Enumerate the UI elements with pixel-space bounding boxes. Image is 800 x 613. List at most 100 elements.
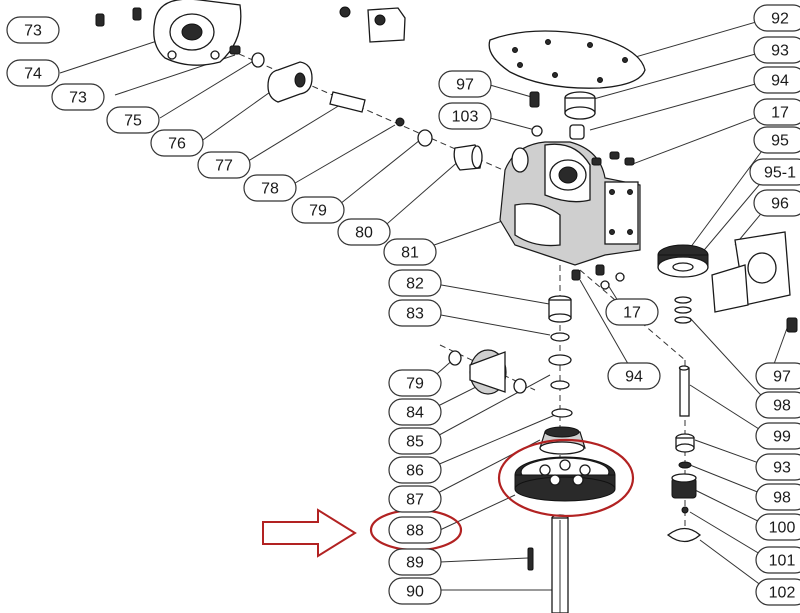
part-label-97: 97 [438,70,492,98]
label-oval [755,513,800,541]
label-oval [749,158,800,186]
label-oval [753,36,800,64]
part-label-94: 94 [607,362,661,390]
label-oval [753,189,800,217]
pinion-gear-100 [671,473,697,499]
screw-97 [529,91,540,108]
label-oval [106,106,160,134]
part-label-73: 73 [51,83,105,111]
part-label-95: 95 [753,126,800,154]
label-oval [6,59,60,87]
part-label-93: 93 [755,453,800,481]
label-number: 75 [124,113,142,130]
label-oval [438,70,492,98]
part-label-92: 92 [753,4,800,32]
label-number: 94 [771,73,789,90]
top-screws [95,6,351,55]
label-number: 86 [406,463,424,480]
nut-103 [531,125,543,137]
label-oval [388,577,442,605]
label-number: 80 [355,225,373,242]
ring-101 [681,506,689,514]
bushing-80 [453,144,483,171]
part-label-85: 85 [388,427,442,455]
label-number: 96 [771,196,789,213]
label-number: 100 [769,520,796,537]
ring-83 [550,332,570,342]
label-oval [388,398,442,426]
label-oval [388,369,442,397]
label-oval [388,456,442,484]
label-oval [291,196,345,224]
label-number: 103 [452,109,479,126]
label-oval [753,4,800,32]
pin-89 [527,547,534,571]
label-oval [383,238,437,266]
label-oval [755,391,800,419]
label-oval [755,578,800,606]
label-number: 97 [773,369,791,386]
right-washers [674,296,692,324]
label-number: 17 [623,305,641,322]
bevel-gear-84 [469,349,507,395]
part-label-80: 80 [337,218,391,246]
washer-75 [251,52,265,68]
cover-plate-92 [488,30,646,89]
part-label-98: 98 [755,391,800,419]
gasket-plate-96 [711,231,791,313]
part-label-79: 79 [291,196,345,224]
label-number: 76 [168,136,186,153]
screw-97b [786,317,798,333]
part-label-77: 77 [197,151,251,179]
label-number: 102 [769,585,796,602]
label-number: 73 [69,90,87,107]
label-oval [388,299,442,327]
part-label-81: 81 [383,238,437,266]
label-number: 78 [261,181,279,198]
bushing-82 [548,295,572,323]
part-label-76: 76 [150,129,204,157]
label-number: 81 [401,245,419,262]
label-number: 92 [771,11,789,28]
part-label-97: 97 [755,362,800,390]
part-label-84: 84 [388,398,442,426]
bevel-gear-95 [657,244,709,278]
label-number: 97 [456,77,474,94]
part-label-17: 17 [753,98,800,126]
label-number: 84 [406,405,424,422]
label-oval [755,362,800,390]
bearing-cap-93 [564,91,596,120]
part-label-87: 87 [388,485,442,513]
part-label-100: 100 [755,513,800,541]
right-axis-centerline [579,269,686,361]
washer-79 [417,129,433,147]
part-label-79: 79 [388,369,442,397]
housing-screws [571,151,635,290]
label-number: 74 [24,66,42,83]
label-oval [388,427,442,455]
label-number: 99 [773,429,791,446]
part-label-75: 75 [106,106,160,134]
bushing-94 [569,124,585,140]
part-label-74: 74 [6,59,60,87]
label-oval [388,269,442,297]
ring-98b [678,461,692,469]
shaft-99 [678,365,690,417]
part-label-103: 103 [438,102,492,130]
label-number: 17 [771,105,789,122]
label-number: 77 [215,158,233,175]
part-label-93: 93 [753,36,800,64]
part-label-102: 102 [755,578,800,606]
label-number: 101 [769,553,796,570]
washer-stack-b [550,380,570,390]
washer-85 [513,378,527,394]
part-label-89: 89 [388,548,442,576]
label-oval [388,485,442,513]
shaft-90 [551,514,569,613]
label-number: 93 [771,43,789,60]
label-oval [337,218,391,246]
label-oval [753,126,800,154]
leader-lines [59,17,791,593]
washer-stack-c [551,408,573,418]
